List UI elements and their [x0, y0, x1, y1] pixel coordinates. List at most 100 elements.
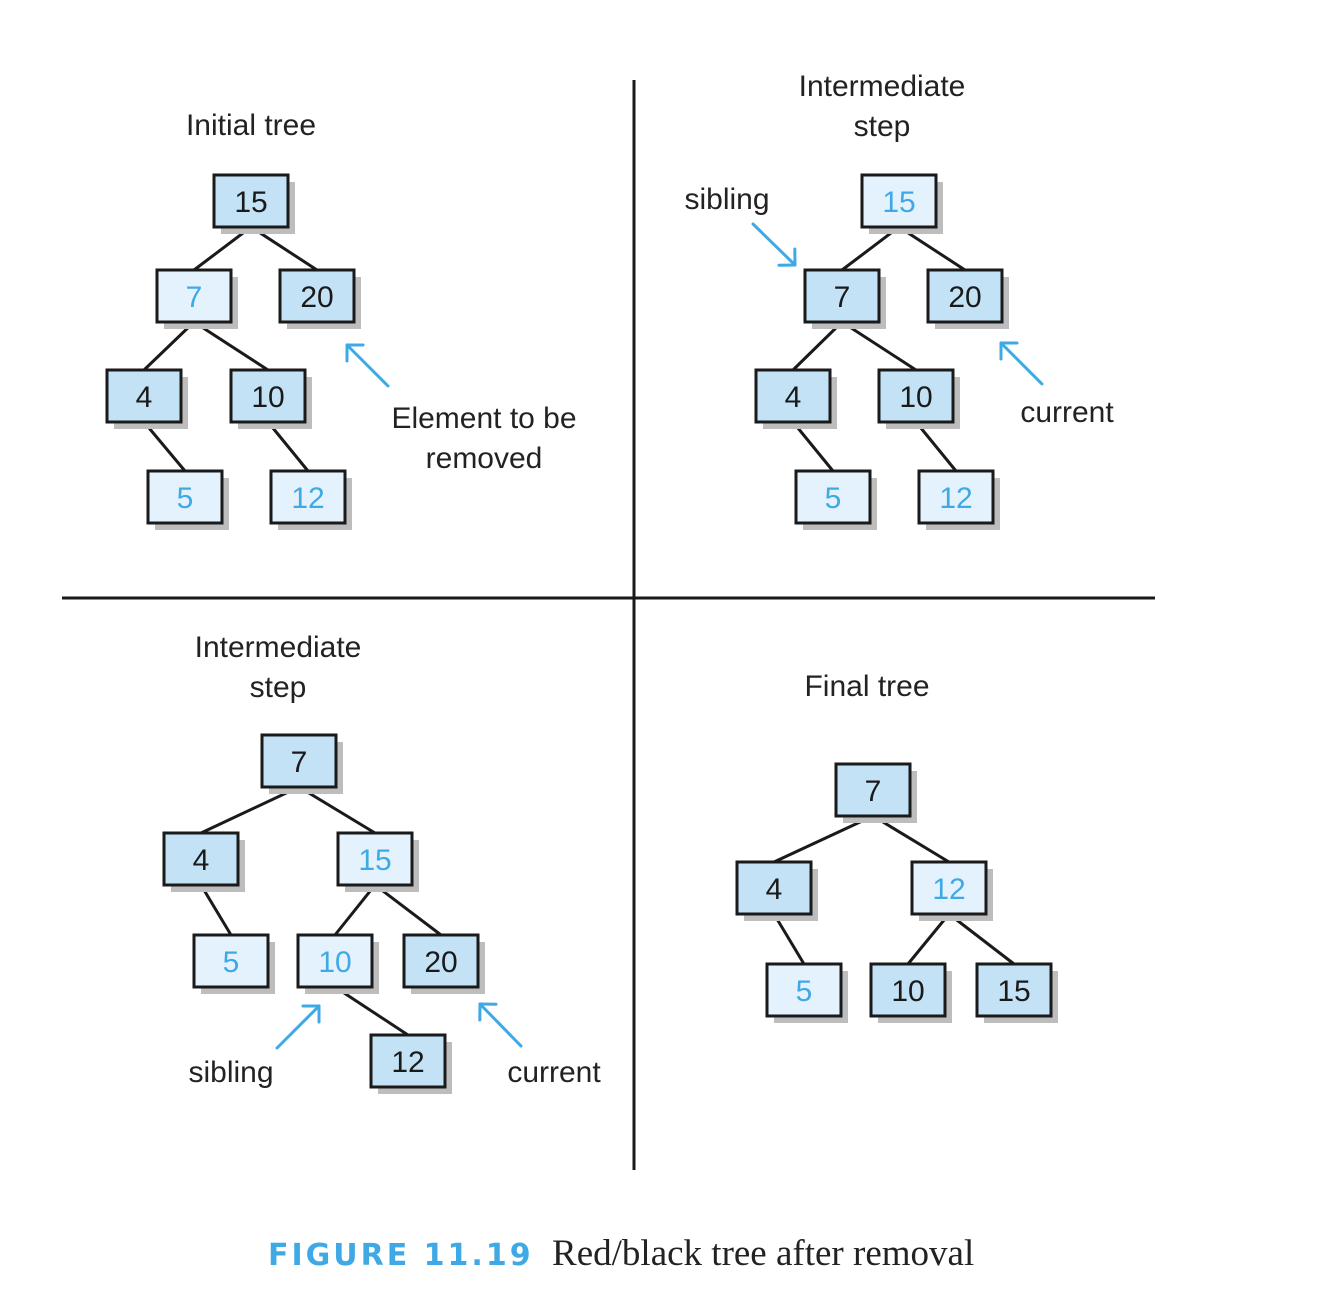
- node-value: 10: [251, 381, 284, 414]
- node-value: 15: [234, 186, 267, 219]
- tree-edge: [841, 225, 900, 272]
- annotation-label: current: [507, 1056, 601, 1089]
- black-node-10: 10: [869, 962, 952, 1023]
- black-node-7: 7: [834, 762, 917, 823]
- node-value: 12: [939, 482, 972, 515]
- black-node-4: 4: [105, 368, 188, 429]
- annotation-current: current: [478, 1002, 601, 1089]
- node-value: 15: [358, 844, 391, 877]
- node-value: 4: [136, 381, 153, 414]
- node-value: 4: [785, 381, 802, 414]
- node-value: 5: [223, 946, 240, 979]
- red-node-5: 5: [794, 469, 877, 530]
- arrow-icon: [999, 341, 1044, 386]
- panel-title: Final tree: [804, 670, 929, 703]
- arrow-icon: [751, 222, 797, 267]
- annotation-current: current: [999, 341, 1114, 429]
- tree-edge: [374, 883, 442, 937]
- tree-edge: [193, 225, 252, 272]
- annotation-sibling: sibling: [684, 183, 797, 267]
- annotation-label: current: [1020, 396, 1114, 429]
- red-node-5: 5: [192, 933, 275, 994]
- node-value: 7: [865, 775, 882, 808]
- arrow-icon: [275, 1004, 321, 1050]
- tree-edge: [791, 421, 835, 472]
- black-node-15: 15: [975, 962, 1058, 1023]
- tree-edge: [142, 421, 187, 472]
- annotation-label: sibling: [684, 183, 769, 216]
- red-node-15: 15: [860, 173, 943, 234]
- node-value: 20: [300, 281, 333, 314]
- node-value: 20: [424, 946, 457, 979]
- node-value: 15: [882, 186, 915, 219]
- red-node-10: 10: [296, 933, 379, 994]
- tree-edge: [298, 785, 376, 835]
- black-node-20: 20: [402, 933, 485, 994]
- tree-edge: [772, 913, 806, 965]
- tree-edge: [791, 320, 844, 372]
- tree-edge: [250, 225, 318, 272]
- arrow-icon: [478, 1002, 523, 1048]
- red-node-12: 12: [269, 469, 352, 530]
- node-value: 4: [193, 844, 210, 877]
- node-value: 4: [766, 873, 783, 906]
- red-node-7: 7: [155, 268, 238, 329]
- node-value: 7: [291, 746, 308, 779]
- figure-caption-text: Red/black tree after removal: [552, 1233, 975, 1274]
- tree-edge: [898, 225, 966, 272]
- node-value: 5: [177, 482, 194, 515]
- black-node-10: 10: [229, 368, 312, 429]
- black-node-20: 20: [926, 268, 1009, 329]
- node-value: 7: [186, 281, 203, 314]
- node-value: 20: [948, 281, 981, 314]
- tree-edge: [193, 320, 269, 372]
- node-value: 10: [899, 381, 932, 414]
- figure-number: FIGURE 11.19: [268, 1238, 534, 1273]
- black-node-4: 4: [162, 831, 245, 892]
- figure-caption: FIGURE 11.19 Red/black tree after remova…: [268, 1232, 974, 1275]
- tree-edge: [334, 985, 409, 1037]
- tree-edge: [266, 421, 310, 472]
- tree-edge: [142, 320, 196, 372]
- black-node-20: 20: [278, 268, 361, 329]
- panel-title: Initial tree: [186, 109, 316, 142]
- tree-edge: [200, 785, 300, 835]
- node-value: 12: [291, 482, 324, 515]
- black-node-12: 12: [369, 1033, 452, 1094]
- red-node-15: 15: [336, 831, 419, 892]
- red-node-12: 12: [917, 469, 1000, 530]
- black-node-15: 15: [212, 173, 295, 234]
- node-value: 5: [825, 482, 842, 515]
- red-node-5: 5: [765, 962, 848, 1023]
- arrow-icon: [345, 343, 390, 388]
- tree-edge: [841, 320, 917, 372]
- node-value: 15: [997, 975, 1030, 1008]
- tree-edge: [948, 912, 1015, 966]
- tree-edge: [333, 884, 377, 936]
- tree-edge: [906, 913, 951, 965]
- tree-edge: [773, 814, 874, 864]
- tree-edge: [872, 814, 950, 864]
- black-node-4: 4: [735, 860, 818, 921]
- black-node-7: 7: [260, 733, 343, 794]
- red-node-12: 12: [910, 860, 993, 921]
- annotation-label: sibling: [188, 1056, 273, 1089]
- node-value: 5: [796, 975, 813, 1008]
- black-node-7: 7: [803, 268, 886, 329]
- black-node-10: 10: [877, 368, 960, 429]
- annotation-sibling: sibling: [188, 1004, 321, 1089]
- node-value: 7: [834, 281, 851, 314]
- node-value: 10: [891, 975, 924, 1008]
- node-value: 12: [932, 873, 965, 906]
- red-node-5: 5: [146, 469, 229, 530]
- node-value: 10: [318, 946, 351, 979]
- panel-final: Final tree 7 4 12 5 10 15: [735, 670, 1058, 1023]
